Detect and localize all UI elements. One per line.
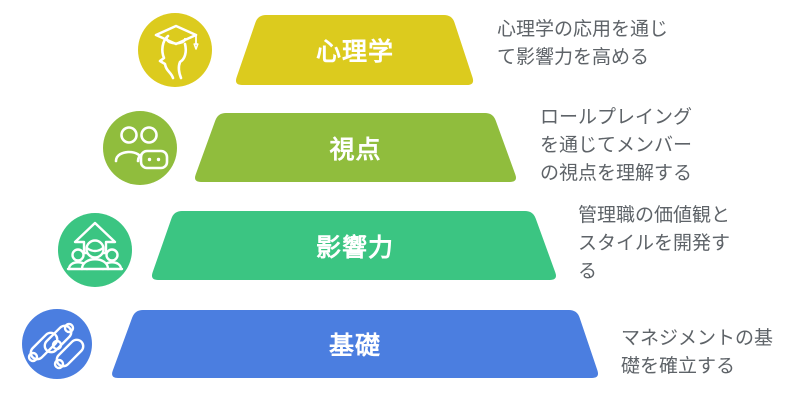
- people-gamepad-icon: [103, 111, 177, 185]
- head-graduation-cap-icon: [138, 13, 212, 87]
- capsules-icon: [22, 309, 92, 379]
- level-1-description: 心理学の応用を通じ て影響力を高める: [497, 19, 669, 68]
- level-2-description: ロールプレイング を通じてメンバー の視点を理解する: [540, 107, 693, 184]
- level-1-shape: [235, 15, 474, 85]
- level-4-description: マネジメントの基 礎を確立する: [621, 328, 774, 377]
- level-2-shape: [195, 113, 516, 182]
- level-3-description: 管理職の価値観と スタイルを開発す る: [578, 205, 731, 282]
- team-growth-arrow-icon: [58, 213, 132, 287]
- level-4-shape: [112, 310, 599, 378]
- level-3-shape: [151, 211, 556, 280]
